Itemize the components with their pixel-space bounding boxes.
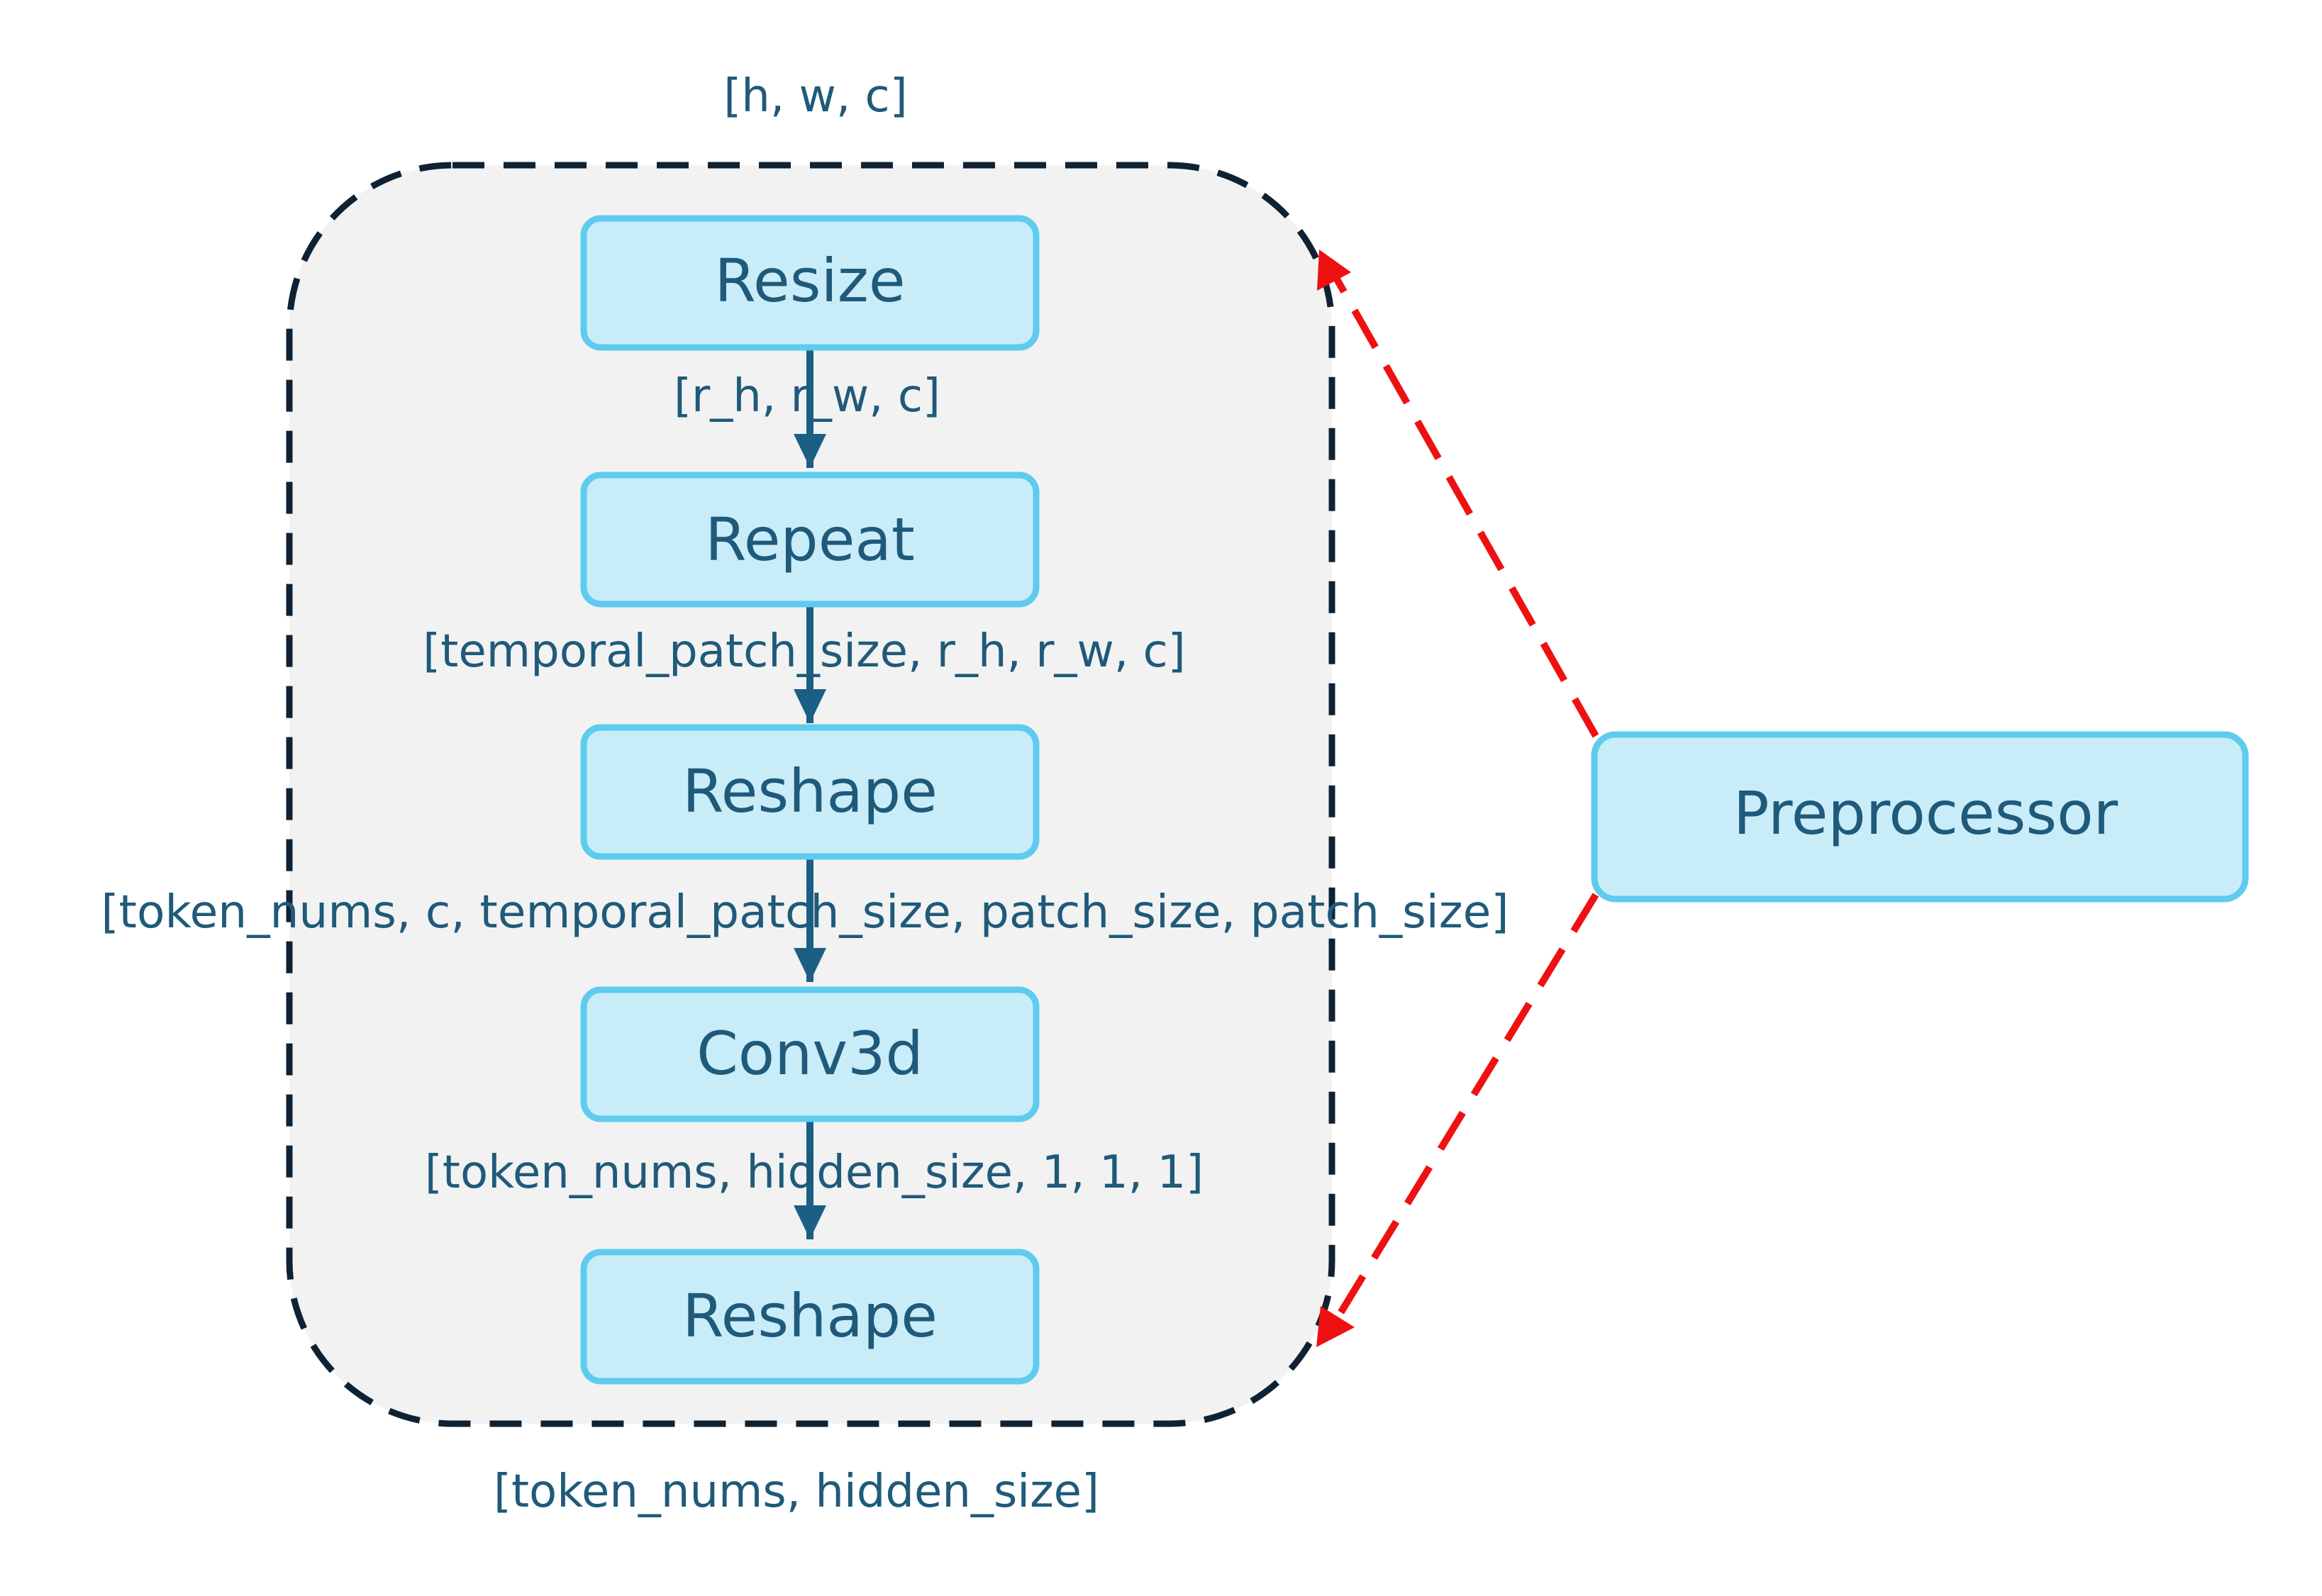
pointer-line-top <box>1333 276 1599 738</box>
preprocessor-label: Preprocessor <box>1733 779 2118 848</box>
step-node-repeat: Repeat <box>580 471 1040 608</box>
arrowhead-3 <box>794 948 826 982</box>
edge-label-4: [token_nums, hidden_size, 1, 1, 1] <box>425 1146 1204 1199</box>
preprocessor-node: Preprocessor <box>1591 731 2249 903</box>
step-label: Repeat <box>705 505 915 574</box>
step-label: Reshape <box>682 1281 938 1351</box>
pointer-line-bottom <box>1337 893 1599 1315</box>
step-node-reshape-final: Reshape <box>580 1249 1040 1385</box>
arrowhead-2 <box>794 689 826 723</box>
edge-label-2: [temporal_patch_size, r_h, r_w, c] <box>423 625 1185 678</box>
pointer-head-top <box>1317 250 1351 291</box>
pointer-head-bottom <box>1316 1306 1355 1347</box>
arrowhead-4 <box>794 1205 826 1239</box>
step-node-conv3d: Conv3d <box>580 986 1040 1122</box>
step-label: Conv3d <box>696 1019 923 1088</box>
step-arrows <box>794 347 826 1239</box>
input-shape-label: [h, w, c] <box>723 70 907 123</box>
preprocessor-pointers <box>1316 250 1599 1347</box>
step-node-resize: Resize <box>580 215 1040 351</box>
edge-label-1: [r_h, r_w, c] <box>674 370 940 423</box>
step-label: Reshape <box>682 757 938 826</box>
arrowhead-1 <box>794 434 826 468</box>
step-label: Resize <box>714 246 905 316</box>
output-shape-label: [token_nums, hidden_size] <box>494 1466 1099 1518</box>
step-node-reshape: Reshape <box>580 724 1040 860</box>
edge-label-3: [token_nums, c, temporal_patch_size, pat… <box>101 886 1509 939</box>
